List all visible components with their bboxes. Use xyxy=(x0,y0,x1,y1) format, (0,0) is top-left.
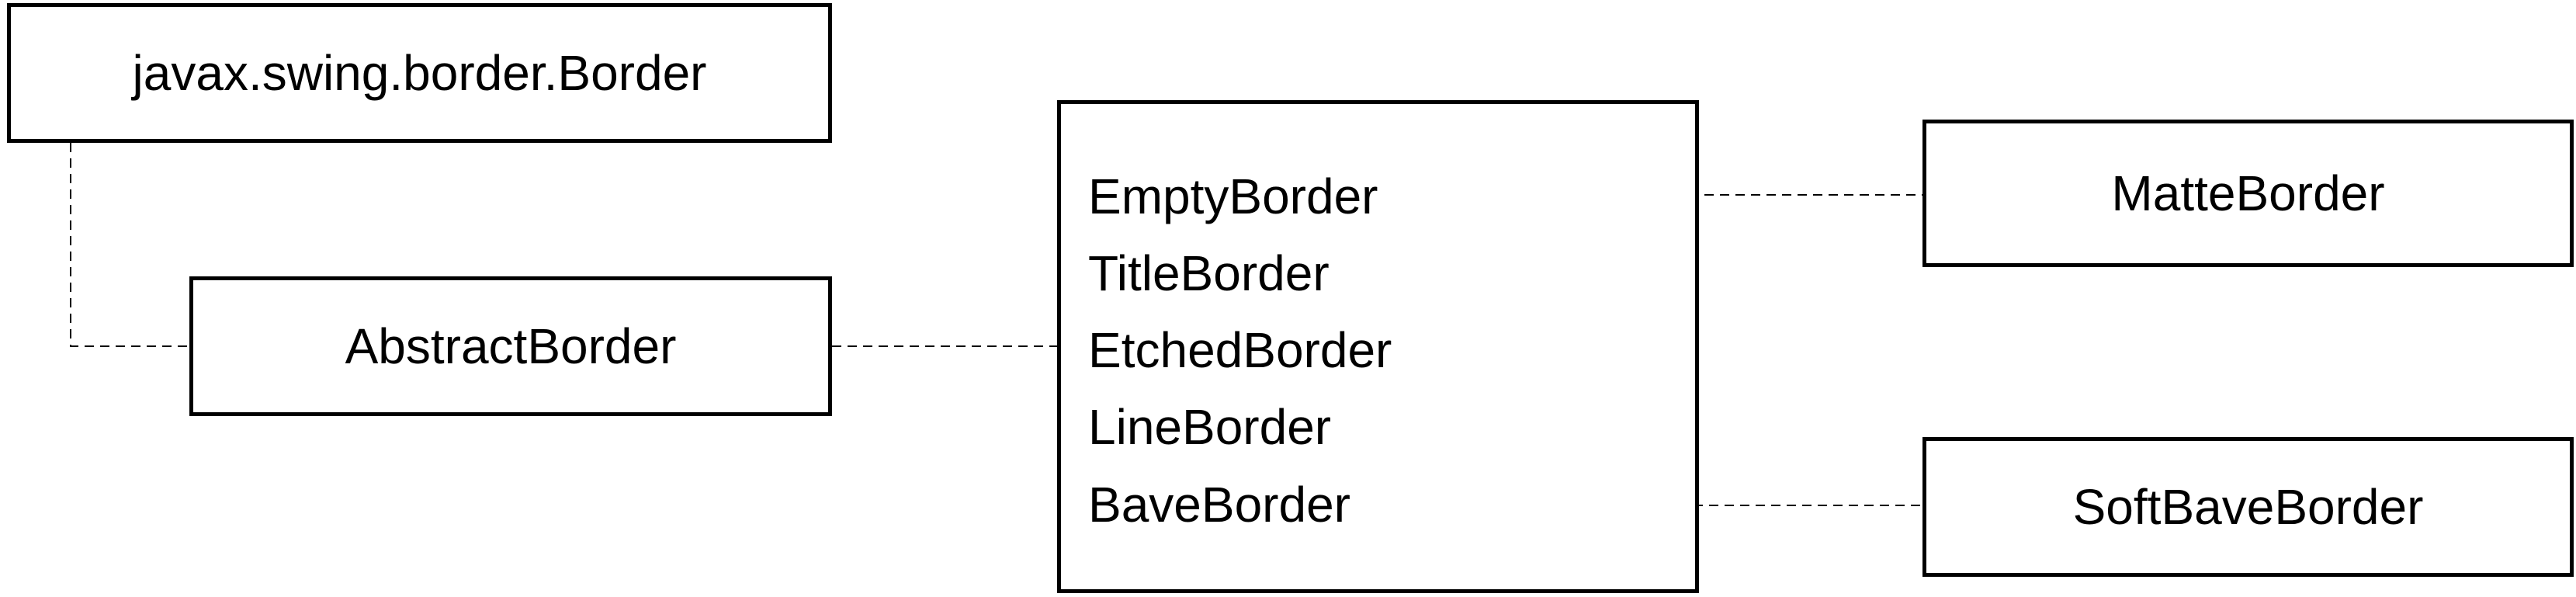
abstract-border-box: AbstractBorder xyxy=(189,276,832,416)
subclass-item-empty-border: EmptyBorder xyxy=(1088,168,1378,224)
matte-border-box: MatteBorder xyxy=(1922,120,2574,267)
subclass-item-bave-border: BaveBorder xyxy=(1088,477,1350,533)
soft-bave-border-box: SoftBaveBorder xyxy=(1922,437,2574,577)
border-interface-label: javax.swing.border.Border xyxy=(132,45,707,101)
abstract-border-label: AbstractBorder xyxy=(345,318,677,374)
border-subclasses-box: EmptyBorder TitleBorder EtchedBorder Lin… xyxy=(1057,100,1699,593)
subclass-item-title-border: TitleBorder xyxy=(1088,245,1330,301)
border-interface-box: javax.swing.border.Border xyxy=(7,3,832,143)
subclass-item-line-border: LineBorder xyxy=(1088,399,1332,455)
soft-bave-border-label: SoftBaveBorder xyxy=(2072,479,2424,535)
matte-border-label: MatteBorder xyxy=(2111,165,2385,221)
subclass-item-etched-border: EtchedBorder xyxy=(1088,322,1392,378)
connector-border-to-abstract xyxy=(70,143,189,347)
